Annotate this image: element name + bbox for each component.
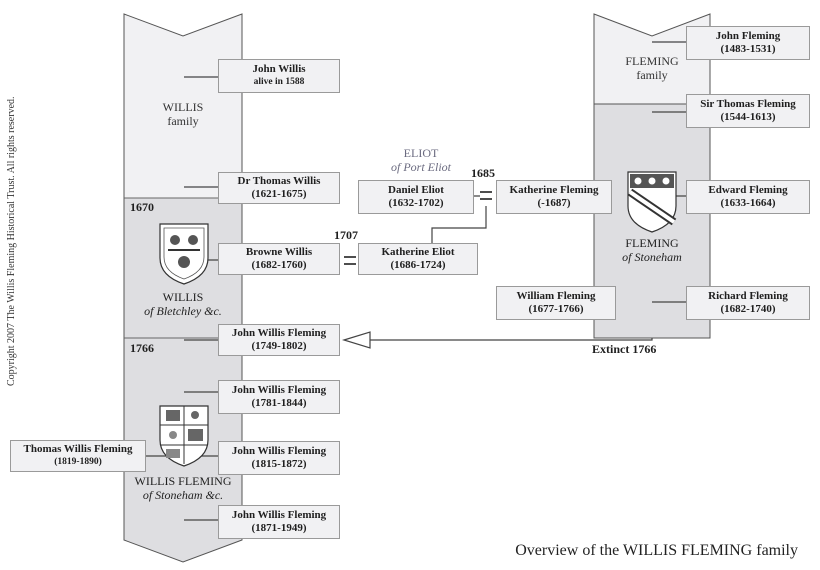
person-katherine-eliot: Katherine Eliot (1686-1724): [358, 243, 478, 275]
willis-family-line1: WILLIS: [162, 100, 204, 114]
extinct-1766: Extinct 1766: [592, 342, 657, 356]
eliot-line2: of Port Eliot: [391, 160, 451, 174]
fleming-stoneham-line1: FLEMING: [625, 236, 679, 250]
willis-bletchley-line2: of Bletchley &c.: [144, 304, 222, 318]
person-name: John Willis Fleming: [231, 384, 327, 396]
person-browne-willis: Browne Willis (1682-1760): [218, 243, 340, 275]
fleming-coat-of-arms-icon: [627, 171, 677, 233]
person-name: Katherine Fleming: [509, 184, 599, 196]
year-1670: 1670: [130, 200, 154, 214]
person-dates: (1621-1675): [251, 188, 307, 200]
fleming-family-line2: family: [636, 68, 668, 82]
person-twf-1819: Thomas Willis Fleming (1819-1890): [10, 440, 146, 472]
person-name: Sir Thomas Fleming: [700, 98, 796, 110]
person-dates: (1781-1844): [251, 397, 307, 409]
person-dates: (1682-1760): [251, 259, 307, 271]
fleming-column: [593, 13, 711, 339]
fleming-stoneham-label: FLEMING of Stoneham: [604, 236, 700, 264]
person-dates: (1483-1531): [720, 43, 776, 55]
willis-family-label: WILLIS family: [140, 100, 226, 128]
person-john-fleming: John Fleming (1483-1531): [686, 26, 810, 60]
person-jwf-1781: John Willis Fleming (1781-1844): [218, 380, 340, 414]
marriage-symbols: [344, 191, 492, 265]
person-dates: (1819-1890): [54, 457, 102, 467]
person-daniel-eliot: Daniel Eliot (1632-1702): [358, 180, 474, 214]
person-name: John Willis Fleming: [231, 327, 327, 339]
willis-coat-of-arms-icon: [159, 223, 209, 285]
person-jwf-1815: John Willis Fleming (1815-1872): [218, 441, 340, 475]
person-name: John Willis Fleming: [231, 509, 327, 521]
person-name: Katherine Eliot: [381, 246, 455, 258]
person-edward-fleming: Edward Fleming (1633-1664): [686, 180, 810, 214]
person-dates: (1682-1740): [720, 303, 776, 315]
person-dates: (1544-1613): [720, 111, 776, 123]
copyright-text: Copyright 2007 The Willis Fleming Histor…: [6, 96, 17, 386]
person-name: John Willis Fleming: [231, 445, 327, 457]
eliot-line1: ELIOT: [403, 146, 439, 160]
person-dates: (1871-1949): [251, 522, 307, 534]
willis-fleming-coat-of-arms-icon: [159, 405, 209, 467]
person-dates: alive in 1588: [253, 77, 305, 87]
willis-family-line2: family: [167, 114, 199, 128]
willis-fleming-line1: WILLIS FLEMING: [134, 474, 232, 488]
person-dates: (1686-1724): [390, 259, 446, 271]
person-katherine-fleming: Katherine Fleming (-1687): [496, 180, 612, 214]
person-name: Browne Willis: [245, 246, 313, 258]
person-name: Dr Thomas Willis: [237, 175, 321, 187]
fleming-family-line1: FLEMING: [625, 54, 679, 68]
person-name: Daniel Eliot: [388, 184, 444, 196]
person-dates: (1749-1802): [251, 340, 307, 352]
person-dates: (1632-1702): [388, 197, 444, 209]
person-richard-fleming: Richard Fleming (1682-1740): [686, 286, 810, 320]
inheritance-arrow: [341, 331, 653, 349]
eliot-label: ELIOT of Port Eliot: [376, 146, 466, 174]
person-jwf-1871: John Willis Fleming (1871-1949): [218, 505, 340, 539]
person-dates: (1677-1766): [528, 303, 584, 315]
willis-bletchley-label: WILLIS of Bletchley &c.: [130, 290, 236, 318]
person-name: William Fleming: [516, 290, 596, 302]
copyright-notice: Copyright 2007 The Willis Fleming Histor…: [6, 16, 18, 386]
person-dates: (-1687): [537, 197, 571, 209]
fleming-family-label: FLEMING family: [608, 54, 696, 82]
person-jwf-1749: John Willis Fleming (1749-1802): [218, 324, 340, 356]
willis-fleming-stoneham-label: WILLIS FLEMING of Stoneham &c.: [126, 474, 240, 502]
willis-fleming-line2: of Stoneham &c.: [142, 488, 224, 502]
person-william-fleming: William Fleming (1677-1766): [496, 286, 616, 320]
fleming-stoneham-line2: of Stoneham: [622, 250, 682, 264]
person-name: John Willis: [252, 63, 306, 75]
year-1766: 1766: [130, 341, 154, 355]
person-name: Thomas Willis Fleming: [23, 443, 133, 455]
person-thomas-willis: Dr Thomas Willis (1621-1675): [218, 172, 340, 204]
person-sir-thomas-fleming: Sir Thomas Fleming (1544-1613): [686, 94, 810, 128]
willis-family-section: [123, 13, 243, 199]
person-name: Edward Fleming: [708, 184, 788, 196]
person-dates: (1815-1872): [251, 458, 307, 470]
year-1707: 1707: [334, 228, 358, 242]
diagram-title: Overview of the WILLIS FLEMING family: [515, 542, 798, 559]
willis-bletchley-line1: WILLIS: [162, 290, 204, 304]
person-dates: (1633-1664): [720, 197, 776, 209]
person-john-willis: John Willis alive in 1588: [218, 59, 340, 93]
year-1685: 1685: [471, 166, 495, 180]
person-name: Richard Fleming: [708, 290, 788, 302]
person-name: John Fleming: [715, 30, 781, 42]
